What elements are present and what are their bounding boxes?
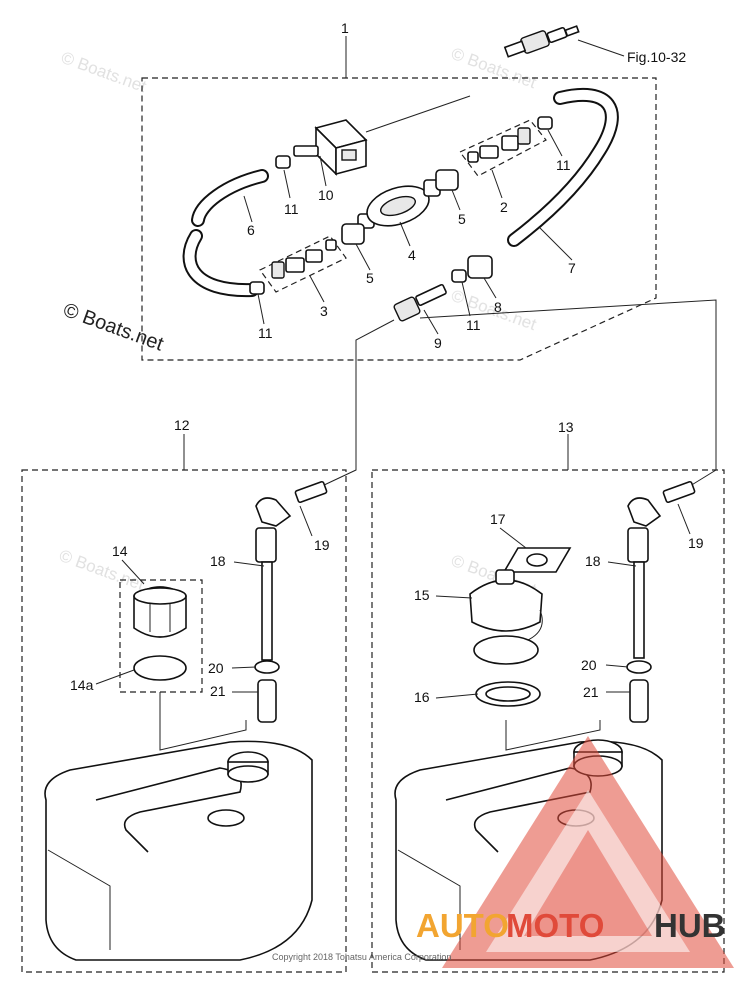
watermark-text: © Boats.net: [57, 546, 147, 594]
callout-19: 19: [688, 535, 704, 551]
callout-11: 11: [556, 157, 571, 173]
callout-18: 18: [210, 553, 226, 569]
callout-14a: 14a: [70, 677, 94, 693]
callout-7: 7: [568, 260, 576, 276]
callout-17: 17: [490, 511, 506, 527]
pickup-tube-18: [627, 497, 662, 659]
callout-5: 5: [458, 211, 466, 227]
connector-set-2: [459, 119, 547, 177]
leader-line: [577, 39, 625, 57]
routing-line: [419, 299, 717, 487]
retaining-ring-16: [475, 681, 541, 707]
hose-ring-8: [467, 255, 493, 279]
tank-13-box: [371, 469, 725, 973]
logo-hub-text: HUB: [654, 907, 726, 944]
routing-line: [505, 720, 601, 751]
fuel-hose-6: [182, 169, 269, 298]
hose-ring-5: [341, 169, 459, 245]
callout-13: 13: [558, 419, 574, 435]
fuel-hose-7: [507, 87, 619, 247]
watermark-main: © Boats.net: [60, 299, 166, 356]
automotohub-logo: AUTO MOTO HUB: [416, 736, 734, 968]
callout-20: 20: [208, 660, 224, 676]
callout-10: 10: [318, 187, 334, 203]
callout-labels: 1 Fig.10-32 11 10 6 11 2 5 4 5 7 3 8 11 …: [70, 20, 704, 705]
callout-16: 16: [414, 689, 430, 705]
fuel-filter-21: [257, 679, 277, 723]
callout-leaders: [95, 129, 691, 699]
callout-1: 1: [341, 20, 349, 36]
callout-19: 19: [314, 537, 330, 553]
logo-moto-text: MOTO: [506, 907, 604, 944]
callout-12: 12: [174, 417, 190, 433]
o-ring-14a: [133, 655, 187, 681]
callout-4: 4: [408, 247, 416, 263]
pickup-tube-18: [255, 497, 292, 661]
o-ring-20: [626, 660, 652, 674]
fuel-connector-10: [293, 95, 471, 176]
logo-auto-text: AUTO: [416, 907, 509, 944]
fuel-tank-left: [44, 740, 313, 961]
callout-20: 20: [581, 657, 597, 673]
callout-6: 6: [247, 222, 255, 238]
watermark-text: © Boats.net: [59, 48, 149, 96]
callout-18: 18: [585, 553, 601, 569]
callout-15: 15: [414, 587, 430, 603]
copyright-text: Copyright 2018 Tohatsu America Corporati…: [272, 952, 451, 962]
fuel-fitting-19: [294, 480, 328, 504]
callout-9: 9: [434, 335, 442, 351]
hose-clip: [249, 116, 553, 295]
tank-fitting-9: [393, 283, 447, 322]
callout-21: 21: [210, 683, 226, 699]
fuel-cap-15: [469, 569, 543, 641]
fuel-filter-21: [629, 679, 649, 723]
callout-8: 8: [494, 299, 502, 315]
engine-connector: [503, 25, 580, 58]
primer-bulb-4: [357, 179, 441, 229]
cap-14-box: [119, 579, 203, 693]
callout-11: 11: [258, 325, 273, 341]
o-ring-20: [254, 660, 280, 674]
watermark-layer: © Boats.net © Boats.net © Boats.net © Bo…: [57, 44, 539, 859]
fuel-cap-14: [133, 586, 187, 638]
routing-line: [159, 692, 247, 751]
reference-fig: Fig.10-32: [627, 49, 686, 65]
o-ring-cap: [473, 635, 539, 665]
routing-line: [321, 319, 395, 487]
callout-3: 3: [320, 303, 328, 319]
fuel-fitting-19: [662, 480, 696, 504]
callout-21: 21: [583, 684, 599, 700]
connector-set-3: [259, 235, 347, 293]
gasket-17: [502, 547, 572, 573]
callout-5: 5: [366, 270, 374, 286]
callout-14: 14: [112, 543, 128, 559]
callout-11: 11: [466, 317, 481, 333]
callout-2: 2: [500, 199, 508, 215]
callout-11: 11: [284, 201, 299, 217]
